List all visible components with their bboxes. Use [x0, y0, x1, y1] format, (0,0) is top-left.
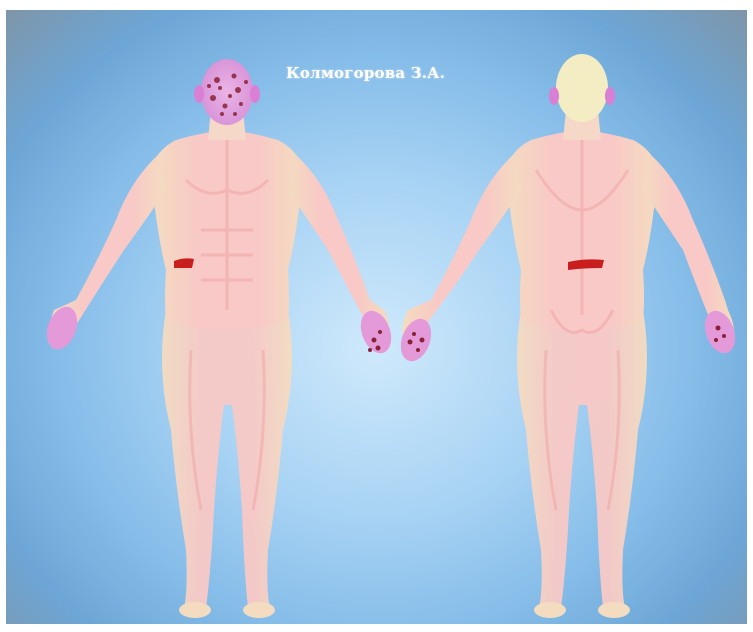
front-ear-right	[250, 85, 260, 103]
front-head	[201, 59, 253, 125]
body-map-svg	[6, 10, 747, 624]
back-head	[556, 54, 608, 122]
front-right-foot	[243, 602, 275, 618]
back-left-foot	[534, 602, 566, 618]
back-ear-left	[549, 87, 559, 105]
anatomy-panel: Колмогорова З.А.	[6, 10, 747, 624]
front-figure	[41, 59, 396, 618]
front-left-foot	[179, 602, 211, 618]
back-right-hand	[699, 307, 740, 358]
front-legs	[162, 310, 292, 608]
back-ear-right	[605, 87, 615, 105]
back-figure	[395, 54, 740, 618]
front-right-hand	[355, 307, 396, 358]
back-left-hand	[395, 315, 436, 366]
patient-name-title: Колмогорова З.А.	[286, 64, 486, 82]
back-legs	[517, 310, 647, 608]
back-right-foot	[598, 602, 630, 618]
front-ear-left	[194, 85, 204, 103]
